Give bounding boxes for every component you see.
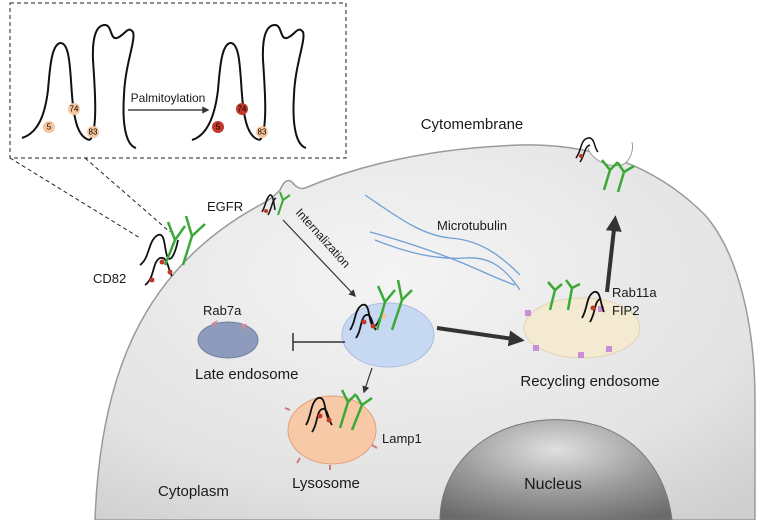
recycling-to-membrane-arrow [605,215,622,293]
site-74-before [68,103,80,115]
recycling-endosome [523,279,641,359]
microtubules [364,194,521,291]
rab7a-label: Rab7a [203,303,242,318]
late-endosome [197,320,259,359]
to-recycling-arrow [436,326,525,347]
egfr-internalizing [261,191,291,216]
palmitoylation-label: Palmitoylation [131,91,206,105]
egfr-label: EGFR [207,199,243,214]
rab11a-label: Rab11a [612,285,657,300]
site-5-after [212,121,224,133]
site-5-after-label: 5 [216,123,221,132]
cytoplasm-label: Cytoplasm [158,483,229,500]
fip2-label: FIP2 [612,303,639,318]
site-5-before-label: 5 [47,123,52,132]
cytomembrane-label: Cytomembrane [421,116,524,133]
inhibition-to-late-endosome [292,333,345,351]
cd82-label: CD82 [93,271,126,286]
site-83-before [87,126,99,138]
site-83-after [256,126,268,138]
site-5-before [43,121,55,133]
site-83-after-label: 83 [258,128,267,137]
site-74-before-label: 74 [70,105,79,114]
recycling-endosome-label: Recycling endosome [520,373,659,390]
site-74-after-label: 74 [238,105,247,114]
recycled-proteins-at-membrane [575,137,635,193]
lysosome-label: Lysosome [292,475,360,492]
nucleus [439,419,673,520]
site-83-before-label: 83 [89,128,98,137]
cd82-palmitoylated [191,23,307,149]
late-endosome-label: Late endosome [195,366,298,383]
nucleus-label: Nucleus [524,476,582,493]
lamp1-label: Lamp1 [382,431,422,446]
site-74-after [236,103,248,115]
to-lysosome-arrow [362,367,373,394]
palmitoylation-inset: 5 74 83 Palmitoylation 5 74 83 [9,2,347,239]
membrane-cd82-egfr [139,215,206,286]
lysosome [284,389,378,470]
microtubulin-label: Microtubulin [437,218,507,233]
early-endosome [341,279,435,368]
internalization-arrow [282,219,356,298]
